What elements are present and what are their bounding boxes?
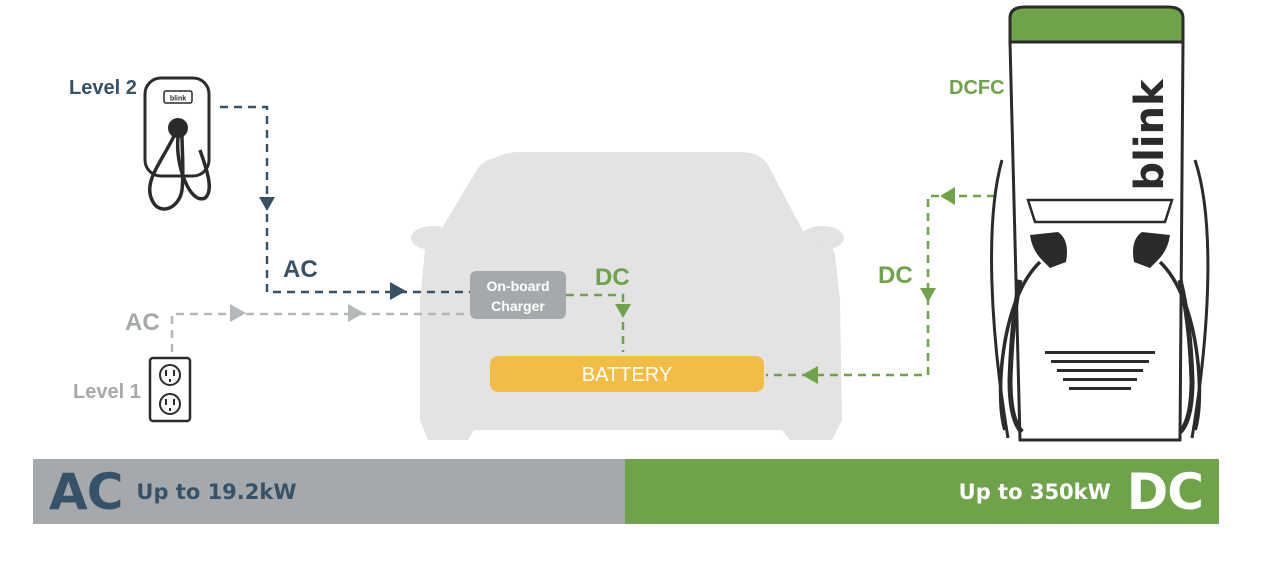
- dc-onboard-label: DC: [595, 264, 630, 291]
- dcfc-logo: blink: [1127, 78, 1173, 191]
- level1-outlet-icon: [148, 356, 192, 423]
- dcfc-label: DCFC: [949, 77, 1005, 99]
- wall-unit-logo: blink: [170, 96, 186, 103]
- ac-level1-label: AC: [125, 309, 160, 336]
- ac-level2-label: AC: [283, 256, 318, 283]
- dcfc-station-icon: blink: [990, 5, 1210, 442]
- onboard-label-line2: Charger: [491, 298, 545, 314]
- level1-label: Level 1: [73, 381, 141, 403]
- level2-label: Level 2: [69, 77, 137, 99]
- ac-level1-flow: [170, 304, 470, 352]
- ac-big-label: AC: [49, 462, 123, 521]
- dc-power-text: Up to 350kW: [958, 479, 1111, 504]
- dcfc-flow: [766, 187, 995, 384]
- onboard-charger: On-board Charger: [470, 271, 566, 319]
- ac-power-text: Up to 19.2kW: [136, 479, 297, 504]
- dc-dcfc-label: DC: [878, 262, 913, 289]
- ac-power-bar: AC Up to 19.2kW: [33, 459, 625, 524]
- dc-big-label: DC: [1126, 462, 1204, 521]
- level2-wall-charger-icon: blink: [143, 76, 211, 211]
- dc-power-bar: Up to 350kW DC: [625, 459, 1219, 524]
- battery-label: BATTERY: [582, 364, 672, 386]
- ac-level2-flow: [220, 105, 470, 300]
- onboard-label-line1: On-board: [487, 278, 550, 294]
- dc-onboard-flow: [566, 293, 631, 352]
- battery: BATTERY: [490, 356, 764, 392]
